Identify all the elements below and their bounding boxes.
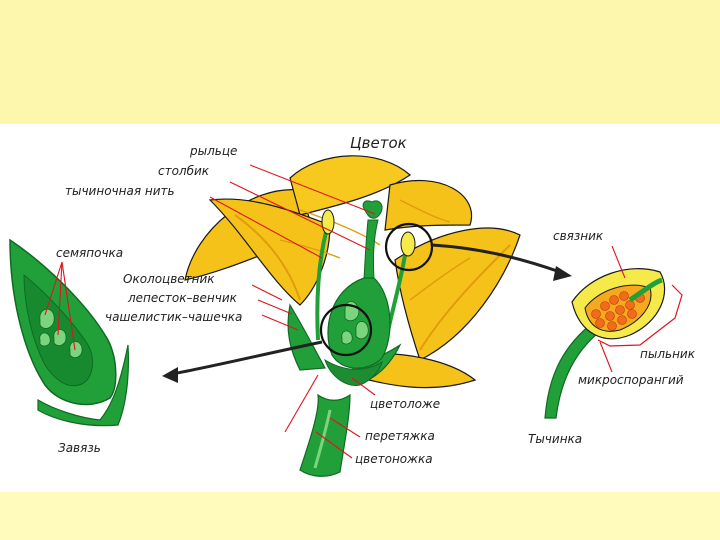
ovary-detail-illustration — [10, 240, 128, 426]
style-label: столбик — [158, 164, 210, 178]
stamen-anther-right — [401, 232, 415, 256]
stamen-anther-left — [322, 210, 334, 234]
connective-label: связник — [553, 229, 604, 243]
petal-label: лепесток–венчик — [127, 291, 238, 305]
stamen-label: Тычинка — [528, 432, 582, 446]
constriction-label: перетяжка — [365, 429, 435, 443]
title-label: Цветок — [350, 134, 407, 152]
perianth-label: Околоцветник — [123, 272, 215, 286]
stamen-detail-illustration — [545, 269, 682, 418]
ovule-label: семяпочка — [56, 246, 123, 260]
filament-label: тычиночная нить — [65, 184, 175, 198]
sepal-label: чашелистик–чашечка — [105, 310, 242, 324]
receptacle-label: цветоложе — [370, 397, 440, 411]
pedicel-label: цветоножка — [355, 452, 433, 466]
microsporangium-label: микроспорангий — [578, 373, 684, 387]
pistil-stigma — [363, 201, 382, 218]
anther-label: пыльник — [640, 347, 696, 361]
pistil-style — [364, 220, 378, 280]
ovary-label: Завязь — [58, 441, 101, 455]
petal-back-right — [385, 181, 472, 230]
stamen-detail-filament — [545, 325, 598, 418]
stigma-label: рыльце — [189, 144, 237, 158]
